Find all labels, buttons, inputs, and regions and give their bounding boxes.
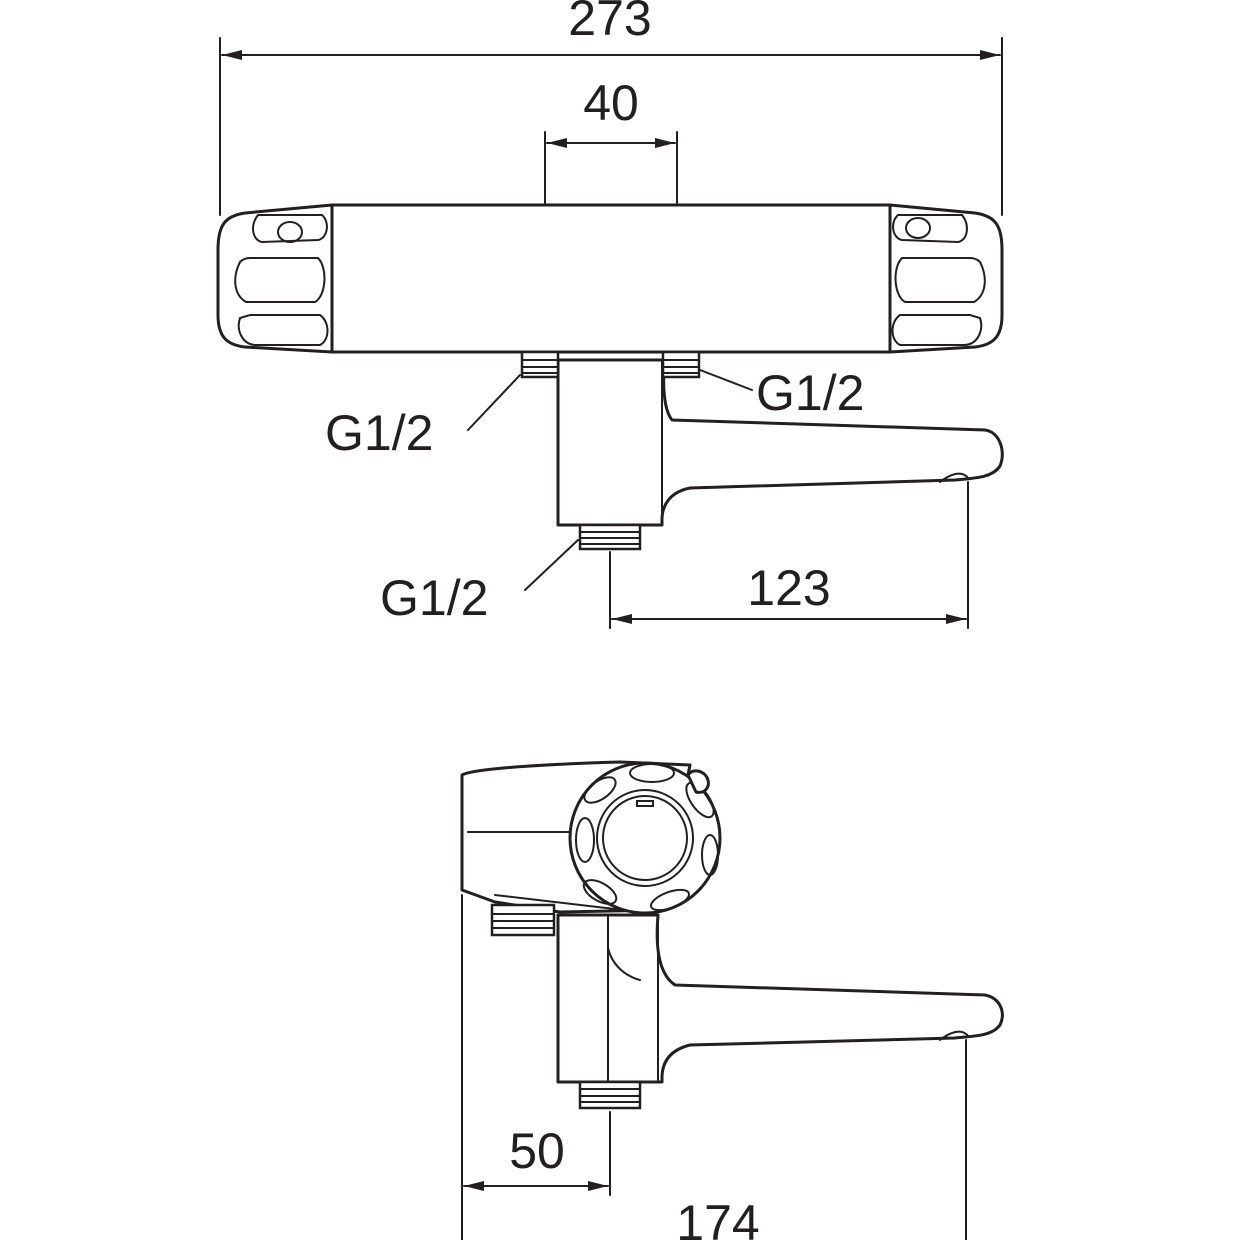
dimension-spout-reach: 123: [609, 481, 969, 629]
spout-side: [556, 913, 1004, 1084]
label-inlet-left: G1/2: [325, 374, 521, 461]
temperature-knob: [568, 761, 722, 915]
dimension-inlet-spacing: 40: [544, 75, 678, 206]
inlet-thread-side: [490, 903, 556, 937]
dim-inlet-spacing-label: 40: [583, 75, 639, 131]
dim-outlet-offset-label: 50: [509, 1123, 565, 1179]
inlet-thread-right: [661, 350, 701, 379]
label-inlet-right-text: G1/2: [756, 365, 864, 421]
side-view: 50 174: [460, 760, 1004, 1240]
dimension-total-depth: 174: [676, 1039, 967, 1240]
label-outlet-text: G1/2: [380, 570, 488, 626]
mixer-body-front: [216, 203, 1004, 354]
outlet-thread-side: [578, 1080, 642, 1110]
dimension-total-width: 273: [219, 0, 1003, 216]
outlet-thread-front: [578, 523, 642, 551]
dim-total-width-label: 273: [568, 0, 651, 46]
dim-total-depth-label: 174: [676, 1195, 759, 1240]
dim-spout-reach-label: 123: [747, 560, 830, 616]
label-outlet: G1/2: [380, 539, 579, 626]
label-inlet-left-text: G1/2: [325, 405, 433, 461]
front-view: 273 40: [216, 0, 1004, 629]
dimension-outlet-offset: 50: [461, 894, 611, 1240]
spout-front: [556, 358, 1004, 527]
label-inlet-right: G1/2: [699, 365, 864, 421]
inlet-thread-left: [520, 350, 560, 379]
